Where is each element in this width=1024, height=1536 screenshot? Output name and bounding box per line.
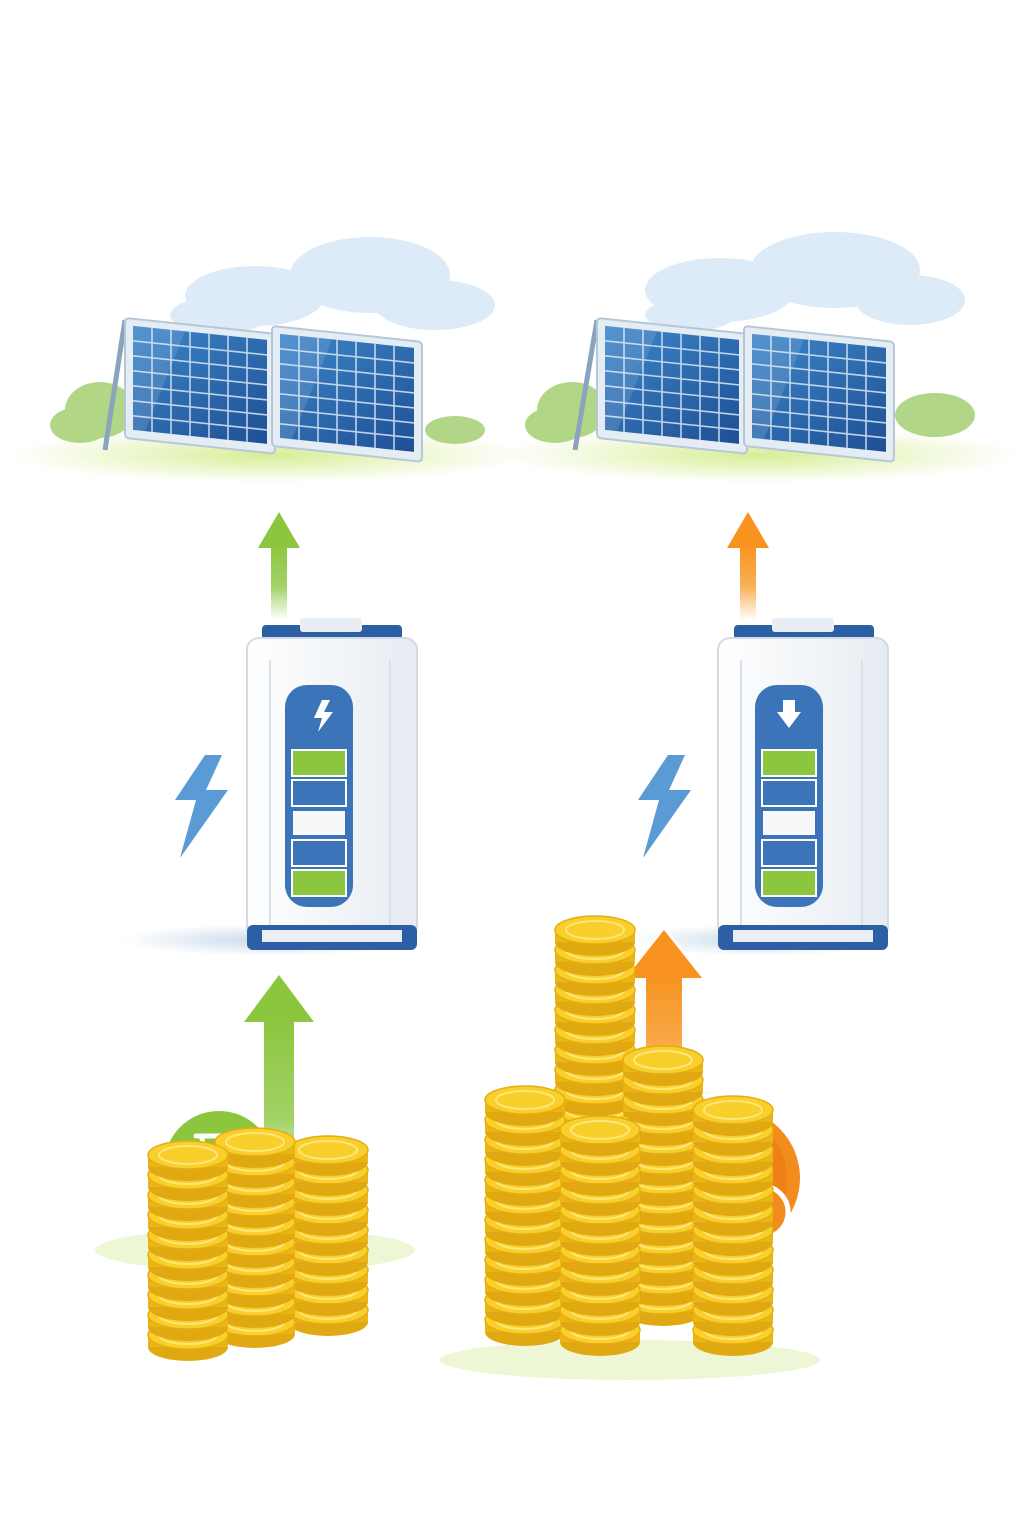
lightning-icon [175,755,228,858]
download-arrow-icon [777,700,801,728]
battery-cells [761,749,817,897]
coin-stacks-left [95,1127,415,1362]
left-battery-unit [120,618,420,956]
cloud-right [645,232,965,331]
solar-panel [742,324,896,463]
bushes [525,382,975,443]
solar-panel [270,324,424,463]
up-arrow-orange-icon [727,512,769,620]
solar-panel [123,316,277,455]
left-solar-scene [10,237,530,483]
lightning-icon [638,755,691,858]
right-solar-scene [500,232,1020,483]
lightning-bolt-icon [314,700,333,732]
solar-panel [595,316,749,455]
battery-cells [291,749,347,897]
cloud-left [170,237,495,333]
right-battery-unit [630,618,890,956]
bushes [50,382,485,444]
coin-stacks-right [440,915,820,1380]
up-arrow-green-icon [258,512,300,620]
